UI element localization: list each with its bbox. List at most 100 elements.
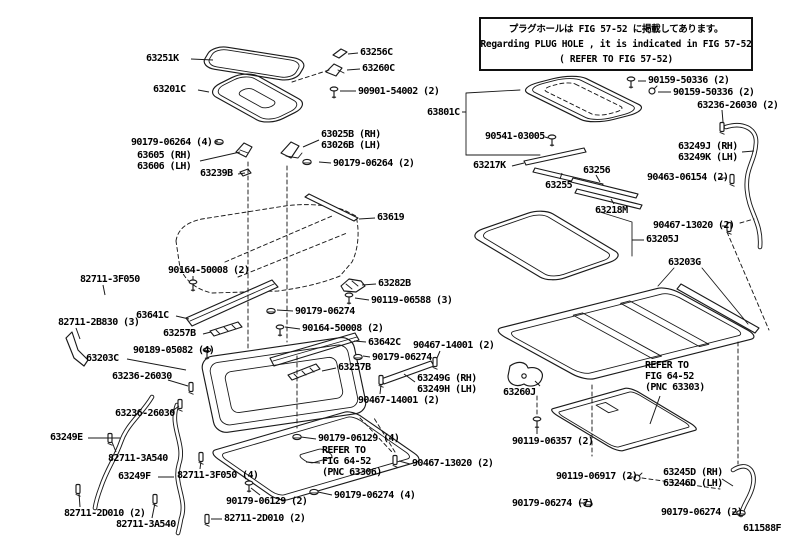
strip-63217K <box>524 148 586 165</box>
part-label: 90467-14001 (2) <box>413 340 495 351</box>
leader-line <box>306 462 320 463</box>
housing-frame-63203 <box>200 336 368 434</box>
part-label: REFER TO FIG 64-52 (PNC 63303) <box>645 360 705 393</box>
part-label: 63257B <box>338 362 371 373</box>
leader-line <box>354 341 366 342</box>
leader-line <box>127 359 186 370</box>
part-label: 90159-50336 (2) <box>673 87 755 98</box>
part-label: 63256 <box>583 165 611 176</box>
strip-63256 <box>571 178 638 198</box>
leader-line <box>200 152 240 161</box>
part-label: 90179-06129 (4) <box>318 433 400 444</box>
part-label: 63249E <box>50 432 83 443</box>
part-label: 82711-3A540 <box>116 519 176 530</box>
part-label: 63249G (RH) 63249H (LH) <box>417 373 477 395</box>
glass-panel-63201C <box>205 70 310 126</box>
part-label: 63249F <box>118 471 151 482</box>
leader-line <box>215 141 218 142</box>
part-label: 63217K <box>473 160 506 171</box>
construction-lines <box>248 70 769 489</box>
part-label: 90119-06917 (2) <box>556 471 638 482</box>
leader-line <box>437 351 440 358</box>
part-label: 90164-50008 (2) <box>302 323 384 334</box>
part-label: 63205J <box>646 234 679 245</box>
drain-hose-63249J <box>726 125 760 247</box>
part-label: 611588F <box>743 523 782 534</box>
part-label: 63236-26030 <box>112 371 172 382</box>
bracket-63260J <box>508 362 542 386</box>
leader-line <box>742 151 754 152</box>
leader-line <box>560 173 562 179</box>
leader-line <box>238 173 245 174</box>
frame-63203G <box>492 286 760 381</box>
leader-line <box>348 53 358 54</box>
leader-line <box>359 218 375 219</box>
screw-fasteners <box>188 76 636 493</box>
part-label: 63236-26030 (2) <box>697 100 779 111</box>
leader-line <box>191 59 213 60</box>
leader-line <box>198 90 209 92</box>
leader-line <box>203 332 211 334</box>
leader-line <box>318 492 332 495</box>
leader-line <box>103 285 105 295</box>
leader-line <box>545 137 548 138</box>
part-label: REFER TO FIG 64-52 (PNC 63306) <box>322 445 382 478</box>
part-label: 90541-03005 <box>485 131 545 142</box>
leader-line <box>171 406 179 412</box>
leader-line <box>79 493 80 507</box>
leader-line <box>404 374 415 382</box>
leader-line <box>399 461 410 464</box>
frame-63205J <box>468 208 625 283</box>
part-label: 63218M <box>595 205 628 216</box>
leader-line <box>596 175 600 182</box>
sunshade-panel-63306 <box>208 410 424 502</box>
hinge-63260C <box>326 64 344 76</box>
part-label: 63260J <box>503 387 536 398</box>
part-label: 90467-13020 (2) <box>412 458 494 469</box>
part-label: 90463-06154 (2) <box>647 172 729 183</box>
part-label: 90179-06274 <box>295 306 355 317</box>
rail-63642C <box>270 333 359 366</box>
part-label: 63251K <box>146 53 179 64</box>
leader-line <box>650 396 660 424</box>
stopper-63256C <box>333 49 347 58</box>
plug-hole-note-box: プラグホールは FIG 57-52 に掲載してあります。 Regarding P… <box>479 17 753 71</box>
leader-line <box>76 328 80 339</box>
note-line-refer: ( REFER TO FIG 57-52) <box>559 53 673 65</box>
part-label: 90179-06274 (7) <box>512 498 594 509</box>
side-rail-63203G <box>677 284 759 333</box>
part-label: 82711-3A540 <box>108 453 168 464</box>
leader-line <box>512 163 524 166</box>
rail-63641C <box>186 280 278 326</box>
shim-63257B-left <box>210 322 242 336</box>
part-label: 63255 <box>545 180 573 191</box>
part-label: 82711-2D010 (2) <box>64 508 146 519</box>
part-label: 90179-06264 (4) <box>131 137 213 148</box>
part-label: 90164-50008 (2) <box>168 265 250 276</box>
part-label: 63260C <box>362 63 395 74</box>
part-label: 63203C <box>86 353 119 364</box>
leader-line <box>176 316 189 319</box>
leader-line <box>363 356 370 357</box>
bracket-line-63203G <box>658 268 748 324</box>
part-label: 63801C <box>427 107 460 118</box>
part-label: 82711-2B830 (3) <box>58 317 140 328</box>
leader-line <box>319 162 331 163</box>
part-label: 90179-06129 (2) <box>226 496 308 507</box>
leader-line <box>611 199 614 204</box>
leader-line <box>277 310 293 311</box>
part-label: 90119-06357 (2) <box>512 436 594 447</box>
bracket-63282B <box>341 279 365 292</box>
part-label: 63256C <box>360 47 393 58</box>
sunshade-panel-63303 <box>548 387 700 452</box>
drain-hose-63249F <box>175 405 183 533</box>
part-label: 90159-50336 (2) <box>648 75 730 86</box>
leader-line <box>303 140 319 147</box>
part-label: 63249J (RH) 63249K (LH) <box>678 141 738 163</box>
part-label: 63642C <box>368 337 401 348</box>
leader-line <box>722 110 723 122</box>
part-label: 90901-54002 (2) <box>358 86 440 97</box>
part-label: 90179-06264 (2) <box>333 158 415 169</box>
part-label: 90467-14001 (2) <box>358 395 440 406</box>
